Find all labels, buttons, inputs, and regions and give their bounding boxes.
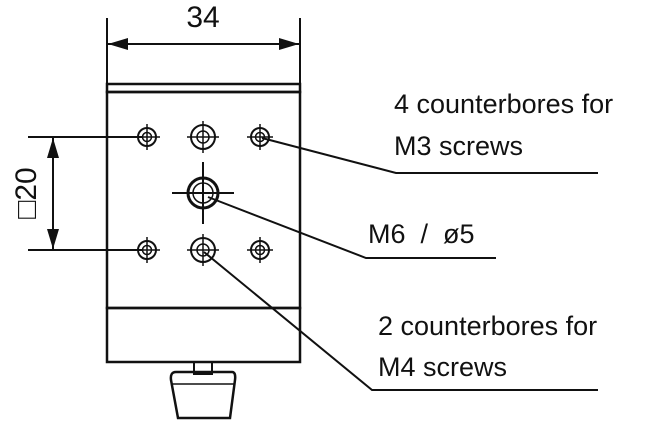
m3-hole-top-left [134,124,160,150]
square-dimension-label: □20 [10,167,43,219]
width-dimension: 34 [106,1,301,85]
center-hole [172,162,234,224]
knob-stem [193,361,213,375]
leader-center [207,196,496,259]
m3-callout-line-2: M3 screws [394,131,523,161]
m4-callout-line-2: M4 screws [378,352,507,382]
m3-counterbore-holes [134,124,273,263]
dimension-arrowhead-left [108,38,128,50]
m4-counterbore-holes [187,121,219,266]
m4-hole-top [187,121,219,153]
m4-hole-bottom [187,234,219,266]
width-dimension-label: 34 [186,1,219,34]
center-hole-callout: M6 / ø5 [368,219,475,249]
leader-m4 [203,251,598,391]
dimension-arrowhead-top [47,138,59,158]
dimension-arrowhead-right [279,38,299,50]
m4-callout-line-1: 2 counterbores for [378,311,597,341]
m3-hole-bottom-right [247,237,273,263]
m3-callout-line-1: 4 counterbores for [394,89,613,119]
square-dimension: □20 [10,136,143,251]
leader-m3 [261,137,598,174]
adjustment-knob [169,361,237,420]
m3-hole-bottom-left [134,237,160,263]
dimension-arrowhead-bottom [47,229,59,249]
leader-lines [203,137,598,391]
knob-head [169,370,237,420]
m3-hole-top-right [247,124,273,150]
base-plate [105,306,302,364]
